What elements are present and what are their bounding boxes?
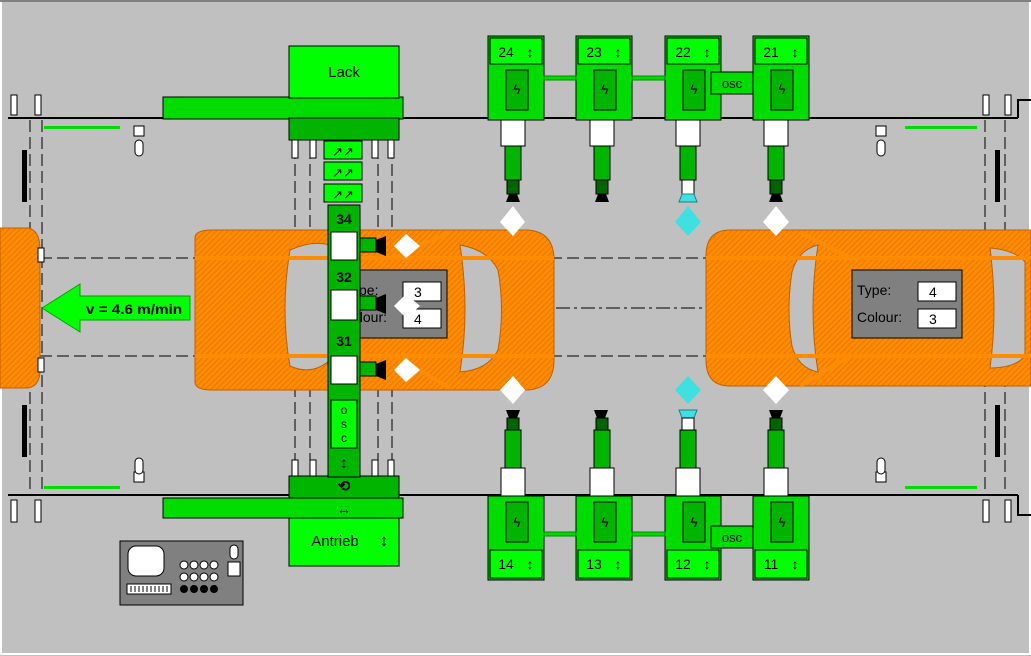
up-down-arrow-icon: ↕: [615, 556, 622, 572]
robot-14[interactable]: ϟ 14 ↕: [487, 376, 545, 581]
zigzag-icon: ↗↗: [332, 144, 354, 159]
spray-nozzle-icon: [763, 206, 789, 236]
drive-unit-arrow-icon: ↕: [380, 531, 389, 550]
station-number: 32: [336, 269, 352, 285]
up-down-arrow-icon: ↕: [527, 556, 534, 572]
paint-unit[interactable]: Lack: [162, 45, 404, 141]
spray-nozzle-icon: [394, 234, 420, 258]
robot-22[interactable]: 22 ↕ ϟ: [664, 35, 722, 236]
control-panel-icon[interactable]: [119, 540, 244, 606]
speed-label: v = 4.6 m/min: [86, 301, 182, 317]
lightning-icon: ϟ: [690, 514, 698, 530]
lightning-icon: ϟ: [601, 514, 609, 530]
robot-number: 14: [498, 556, 514, 572]
car-middle-type-value: 3: [414, 284, 422, 300]
spray-nozzle-icon: [675, 206, 701, 236]
osc-letter: s: [341, 417, 347, 431]
vertical-arrow-icon: ↕: [340, 455, 348, 472]
portal-station-32[interactable]: 32: [330, 269, 420, 321]
paint-unit-label: Lack: [328, 64, 360, 81]
lightning-icon: ϟ: [601, 81, 609, 97]
robot-12[interactable]: ϟ 12 ↕: [664, 376, 722, 581]
lightning-icon: ϟ: [690, 81, 698, 97]
top-robots: 24 ↕ ϟ 23 ↕ ϟ 22 ↕ ϟ: [487, 35, 810, 236]
lightning-icon: ϟ: [778, 81, 786, 97]
robot-24[interactable]: 24 ↕ ϟ: [487, 35, 545, 236]
up-down-arrow-icon: ↕: [527, 44, 534, 60]
rotate-icon: ⟲: [338, 478, 351, 495]
robot-number: 12: [675, 556, 691, 572]
spray-nozzle-icon: [394, 358, 420, 382]
rail-posts: [10, 94, 1012, 523]
car-right-type-value: 4: [929, 284, 937, 300]
robot-number: 24: [498, 44, 514, 60]
robot-number: 13: [586, 556, 602, 572]
portal-station-31[interactable]: 31: [330, 333, 420, 385]
up-down-arrow-icon: ↕: [704, 556, 711, 572]
speed-indicator: v = 4.6 m/min: [41, 283, 191, 333]
horizontal-arrow-icon: ↔: [337, 501, 352, 518]
up-down-arrow-icon: ↕: [792, 44, 799, 60]
robot-13[interactable]: ϟ 13 ↕: [575, 410, 633, 581]
portal-station-34[interactable]: 34: [330, 211, 420, 261]
car-right-colour-label: Colour:: [857, 309, 902, 325]
zigzag-icon: ↗↗: [332, 187, 354, 202]
osc-bottom-box[interactable]: [710, 525, 754, 549]
car-right-colour-value: 3: [929, 311, 937, 327]
robot-23[interactable]: 23 ↕ ϟ: [575, 35, 633, 202]
station-number: 31: [336, 333, 352, 349]
portal-osc-box[interactable]: [330, 399, 358, 449]
spray-nozzle-icon: [394, 294, 420, 318]
side-guides-left: [22, 150, 1000, 457]
spray-nozzle-icon: [763, 376, 789, 404]
car-middle-colour-label: olour:: [352, 309, 387, 325]
car-right-type-label: Type:: [857, 282, 891, 298]
spray-nozzle-icon: [500, 376, 525, 404]
robot-number: 23: [586, 44, 602, 60]
station-number: 34: [336, 211, 352, 227]
lightning-icon: ϟ: [513, 514, 521, 530]
sensor-strips: [44, 126, 977, 489]
osc-top-box[interactable]: [710, 71, 754, 95]
lightning-icon: ϟ: [513, 81, 521, 97]
left-arrow-icon: [41, 283, 191, 333]
osc-top-label: osc: [722, 76, 743, 91]
robot-21[interactable]: 21 ↕ ϟ: [752, 35, 810, 236]
bottom-robots: ϟ 14 ↕ ϟ 13 ↕ ϟ 12 ↕: [487, 376, 810, 581]
up-down-arrow-icon: ↕: [615, 44, 622, 60]
portal-column[interactable]: ↗↗ ↗↗ ↗↗ 34 32 31 o s c ↕: [323, 140, 420, 478]
robot-number: 21: [763, 44, 779, 60]
zigzag-icon: ↗↗: [332, 165, 354, 180]
osc-bottom-label: osc: [722, 530, 743, 545]
robot-number: 22: [675, 44, 691, 60]
car-middle-colour-value: 4: [414, 311, 422, 327]
robot-number: 11: [764, 556, 779, 572]
drive-unit-label: Antrieb: [311, 533, 359, 550]
lightning-icon: ϟ: [778, 514, 786, 530]
portal-posts-top: [291, 139, 395, 479]
drive-unit[interactable]: Antrieb ↕ ↔ ⟲: [162, 475, 404, 567]
osc-letter: c: [341, 431, 347, 445]
up-down-arrow-icon: ↕: [704, 44, 711, 60]
spray-nozzle-icon: [675, 376, 701, 404]
spray-nozzle-icon: [500, 206, 525, 236]
car-left-partial: [0, 227, 45, 389]
osc-letter: o: [341, 403, 348, 417]
up-down-arrow-icon: ↕: [792, 556, 799, 572]
car-right: Type: Colour: 4 3: [705, 229, 1031, 388]
light-barrier-sensors: [133, 125, 887, 483]
robot-11[interactable]: ϟ 11 ↕: [752, 376, 810, 581]
